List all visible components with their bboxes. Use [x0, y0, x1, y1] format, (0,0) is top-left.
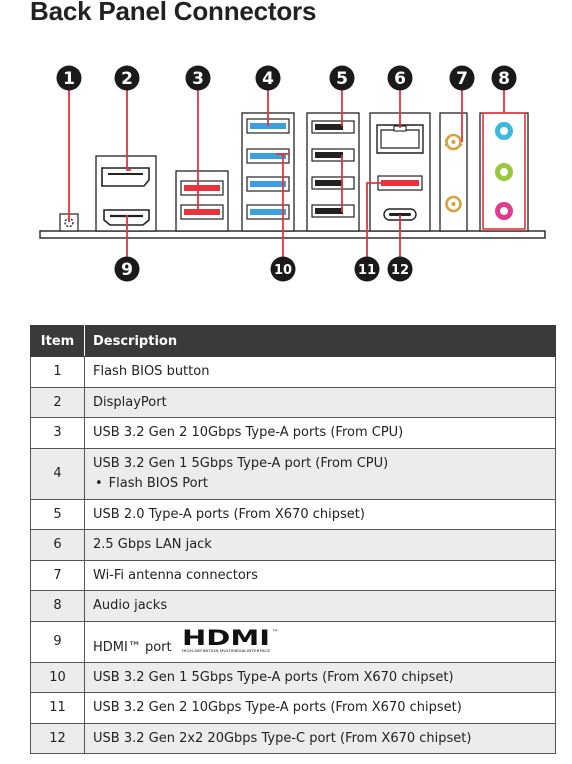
row-item: 2 [30, 386, 85, 418]
callout-4: 4 [255, 65, 281, 91]
svg-text:4: 4 [262, 69, 274, 89]
row-item: 12 [30, 722, 85, 754]
row-sub-bullet: Flash BIOS Port [93, 476, 547, 491]
svg-text:HDMI: HDMI [182, 628, 270, 650]
antenna-connector-icon [445, 195, 462, 213]
row-item: 6 [30, 529, 85, 561]
table-row: 4 USB 3.2 Gen 1 5Gbps Type-A port (From … [30, 447, 556, 500]
wifi-antenna-block [439, 112, 468, 232]
svg-text:HIGH-DEFINITION MULTIMEDIA INT: HIGH-DEFINITION MULTIMEDIA INTERFACE [182, 649, 271, 653]
table-header-row: Item Description [30, 325, 556, 357]
callout-12: 12 [387, 256, 413, 282]
callout-5: 5 [329, 65, 355, 91]
callout-6: 6 [387, 65, 413, 91]
row-description: USB 3.2 Gen 1 5Gbps Type-A port (From CP… [93, 456, 389, 471]
svg-text:1: 1 [63, 69, 75, 89]
callout-badges: 1 2 3 4 5 6 7 8 9 10 11 12 [56, 65, 517, 282]
header-item: Item [30, 325, 85, 357]
svg-text:8: 8 [498, 69, 510, 89]
lan-usb-block [369, 112, 431, 232]
svg-text:12: 12 [391, 263, 409, 278]
panel-baseline [39, 230, 546, 239]
usb-10g-cpu-block [175, 170, 229, 232]
row-description: USB 3.2 Gen 2 10Gbps Type-A ports (From … [84, 417, 556, 449]
header-description: Description [84, 325, 556, 357]
svg-text:3: 3 [192, 69, 204, 89]
svg-text:2: 2 [121, 69, 133, 89]
row-item: 1 [30, 356, 85, 388]
row-item: 4 [30, 447, 85, 500]
row-item: 5 [30, 498, 85, 530]
row-description: 2.5 Gbps LAN jack [84, 529, 556, 561]
row-description: USB 3.2 Gen 2 10Gbps Type-A ports (From … [84, 692, 556, 724]
row-description: USB 3.2 Gen 1 5Gbps Type-A ports (From X… [84, 661, 556, 693]
callout-1: 1 [56, 65, 82, 91]
antenna-connector-icon [445, 133, 462, 151]
callout-8: 8 [491, 65, 517, 91]
page-title: Back Panel Connectors [30, 0, 317, 26]
row-description: Wi-Fi antenna connectors [84, 559, 556, 591]
row-description: DisplayPort [84, 386, 556, 418]
svg-text:™: ™ [272, 629, 278, 636]
callout-3: 3 [185, 65, 211, 91]
svg-text:6: 6 [394, 69, 406, 89]
svg-text:10: 10 [274, 263, 292, 278]
row-item: 7 [30, 559, 85, 591]
svg-text:11: 11 [358, 263, 376, 278]
row-item: 9 [30, 620, 85, 663]
callout-11: 11 [354, 256, 380, 282]
callout-9: 9 [114, 256, 140, 282]
row-description: USB 3.2 Gen 2x2 20Gbps Type-C port (From… [84, 722, 556, 754]
callout-7: 7 [449, 65, 475, 91]
lan-jack-icon [376, 124, 424, 154]
callout-2: 2 [114, 65, 140, 91]
usb-5g-cpu-block [241, 112, 295, 232]
table-row: 9 HDMI™ port HDMI ™ HIGH-DEFINITION MULT… [30, 620, 556, 663]
usb-2-block [306, 112, 360, 232]
audio-jack-block [479, 112, 529, 232]
row-description-cell: USB 3.2 Gen 1 5Gbps Type-A port (From CP… [84, 447, 556, 500]
video-port-block [95, 155, 157, 232]
displayport-icon [101, 167, 150, 187]
row-item: 8 [30, 590, 85, 622]
hdmi-logo-icon: HDMI ™ HIGH-DEFINITION MULTIMEDIA INTERF… [182, 628, 278, 653]
row-description-cell: HDMI™ port HDMI ™ HIGH-DEFINITION MULTIM… [84, 620, 556, 663]
callout-10: 10 [270, 256, 296, 282]
svg-text:9: 9 [121, 260, 133, 280]
row-item: 11 [30, 692, 85, 724]
row-description: Flash BIOS button [84, 356, 556, 388]
svg-text:7: 7 [456, 69, 468, 89]
row-description: Audio jacks [84, 590, 556, 622]
back-panel-diagram: 1 2 3 4 5 6 7 8 9 10 11 12 [39, 65, 546, 282]
row-item: 3 [30, 417, 85, 449]
svg-text:5: 5 [336, 69, 348, 89]
row-item: 10 [30, 661, 85, 693]
row-description: HDMI™ port [93, 640, 172, 655]
row-description: USB 2.0 Type-A ports (From X670 chipset) [84, 498, 556, 530]
